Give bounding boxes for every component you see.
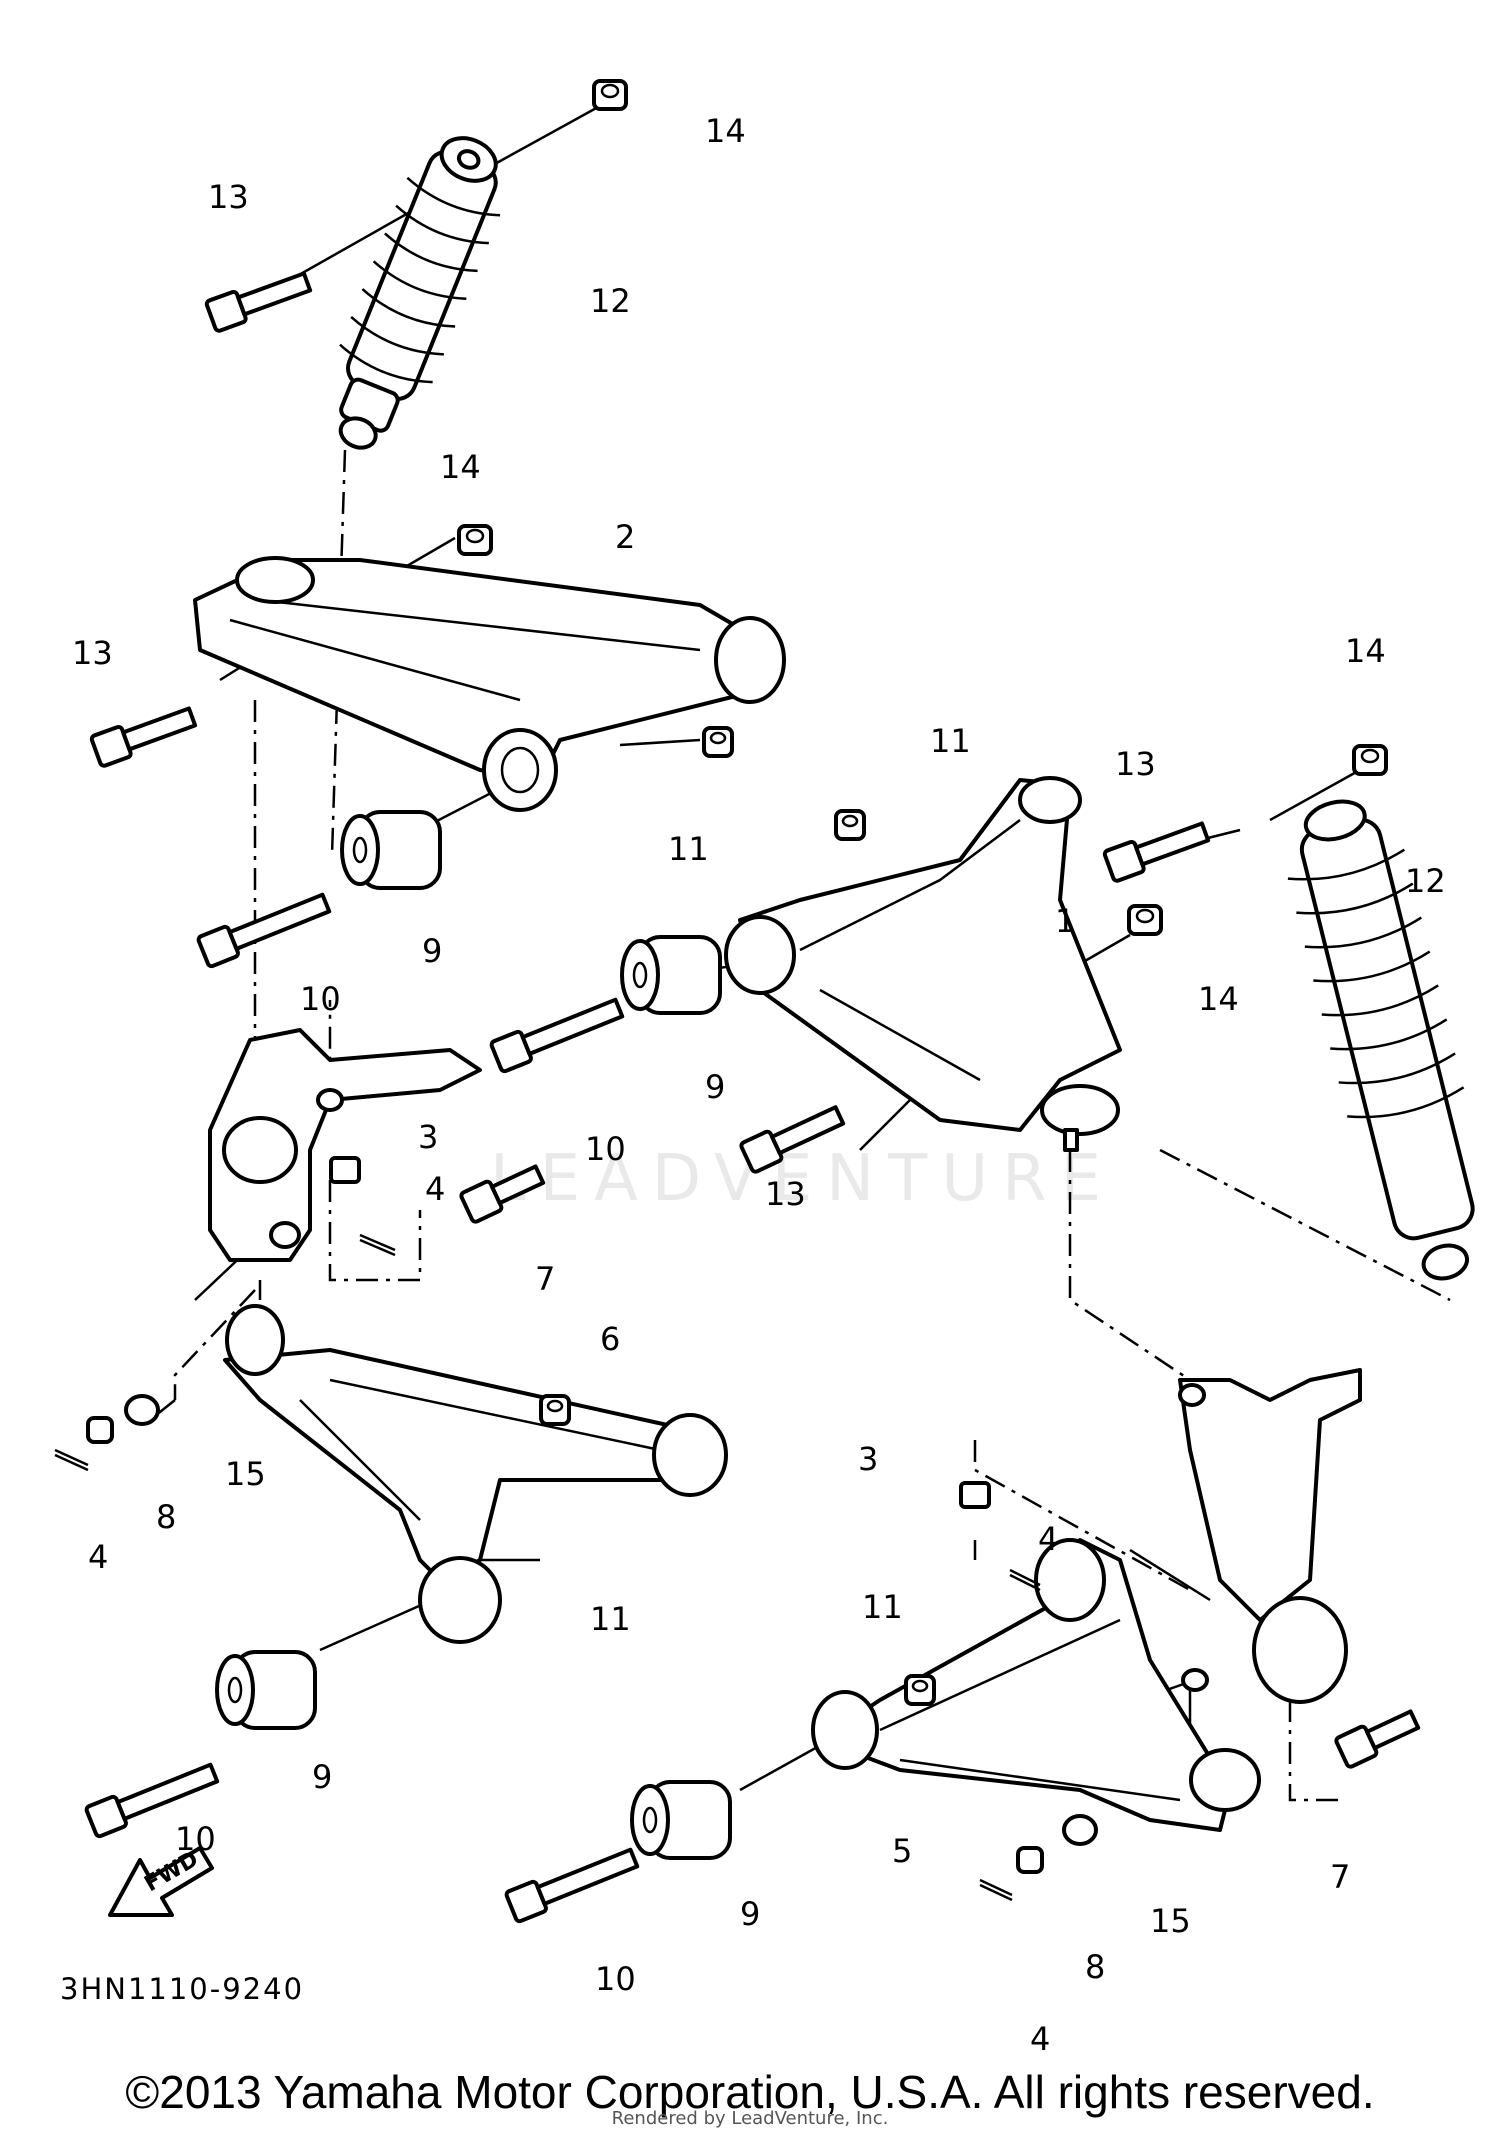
callout-labels: 14 13 12 14 2 13 11 9 10 11 13 14 12 1 1… xyxy=(72,112,1446,2058)
bushings xyxy=(215,810,732,1860)
callout-13: 13 xyxy=(1115,745,1156,783)
callout-9: 9 xyxy=(422,932,442,970)
callout-4: 4 xyxy=(1038,1520,1058,1558)
callout-13: 13 xyxy=(208,178,249,216)
callout-9: 9 xyxy=(705,1068,725,1106)
diagram-code: 3HN1110-9240 xyxy=(60,1972,305,2006)
callout-10: 10 xyxy=(300,980,341,1018)
bolts xyxy=(84,271,1421,1924)
callout-14: 14 xyxy=(1198,980,1239,1018)
callout-8: 8 xyxy=(1085,1948,1105,1986)
callout-9: 9 xyxy=(740,1895,760,1933)
callout-8: 8 xyxy=(156,1498,176,1536)
callout-12: 12 xyxy=(590,282,631,320)
callout-11: 11 xyxy=(590,1600,631,1638)
callout-10: 10 xyxy=(175,1820,216,1858)
callout-14: 14 xyxy=(705,112,746,150)
lower-arm-left xyxy=(223,1304,728,1644)
callout-10: 10 xyxy=(585,1130,626,1168)
knuckle-left xyxy=(208,1028,482,1262)
callout-6: 6 xyxy=(600,1320,620,1358)
shock-absorber-left xyxy=(338,136,501,450)
knuckle-right xyxy=(1178,1368,1362,1704)
callout-9: 9 xyxy=(312,1758,332,1796)
nuts-washers xyxy=(86,79,1388,1874)
callout-3: 3 xyxy=(858,1440,878,1478)
callout-12: 12 xyxy=(1405,862,1446,900)
callout-13: 13 xyxy=(765,1175,806,1213)
callout-3: 3 xyxy=(418,1118,438,1156)
callout-11: 11 xyxy=(668,830,709,868)
cotter-pins xyxy=(54,1233,1041,1902)
callout-11: 11 xyxy=(862,1588,903,1626)
callout-4: 4 xyxy=(88,1538,108,1576)
callout-2: 2 xyxy=(615,518,635,556)
callout-5: 5 xyxy=(892,1832,912,1870)
callout-4: 4 xyxy=(425,1170,445,1208)
callout-1: 1 xyxy=(1055,902,1075,940)
rendered-by: Rendered by LeadVenture, Inc. xyxy=(611,2108,889,2129)
callout-15: 15 xyxy=(225,1455,266,1493)
callout-13: 13 xyxy=(72,634,113,672)
upper-arm-left xyxy=(193,556,786,812)
callout-14: 14 xyxy=(1345,632,1386,670)
shock-absorber-right xyxy=(1287,799,1475,1281)
callout-15: 15 xyxy=(1150,1902,1191,1940)
lower-arm-right xyxy=(811,1538,1261,1832)
callout-4: 4 xyxy=(1030,2020,1050,2058)
callout-14: 14 xyxy=(440,448,481,486)
watermark-text: LEADVENTURE xyxy=(490,1142,1115,1216)
callout-11: 11 xyxy=(930,722,971,760)
callout-7: 7 xyxy=(1330,1858,1350,1896)
callout-10: 10 xyxy=(595,1960,636,1998)
upper-arm-right xyxy=(724,776,1122,1152)
copyright-notice: ©2013 Yamaha Motor Corporation, U.S.A. A… xyxy=(125,2066,1375,2118)
callout-7: 7 xyxy=(535,1260,555,1298)
